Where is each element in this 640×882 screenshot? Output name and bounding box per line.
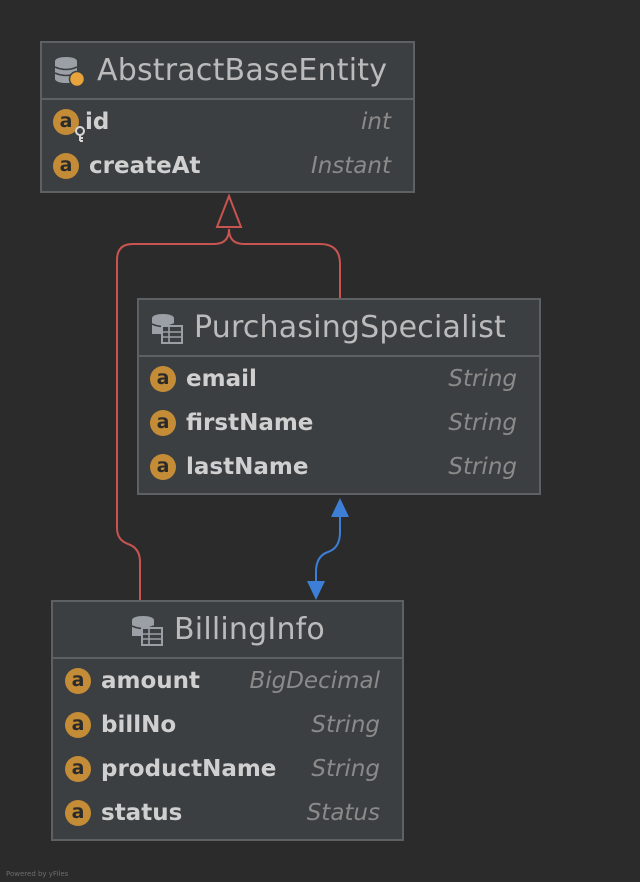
entity-title: BillingInfo — [174, 612, 325, 647]
attribute-row-lastname[interactable]: a lastName String — [139, 445, 539, 489]
entity-title: PurchasingSpecialist — [194, 310, 506, 345]
attribute-icon: a — [65, 712, 91, 738]
association-arrowhead-top — [331, 498, 349, 517]
attribute-name: lastName — [186, 454, 309, 480]
attribute-row-billno[interactable]: a billNo String — [53, 703, 402, 747]
association-edge[interactable] — [315, 514, 341, 584]
attribute-type: String — [448, 410, 517, 436]
key-icon — [75, 126, 85, 142]
attribute-name: productName — [101, 756, 277, 782]
entity-abstract-base-entity[interactable]: AbstractBaseEntity a id int a createAt I… — [40, 41, 415, 193]
attribute-row-status[interactable]: a status Status — [53, 791, 402, 835]
attribute-row-productname[interactable]: a productName String — [53, 747, 402, 791]
attribute-type: String — [448, 366, 517, 392]
entity-purchasing-specialist[interactable]: PurchasingSpecialist a email String a fi… — [137, 298, 541, 495]
powered-by-label: Powered by yFiles — [6, 870, 69, 878]
attribute-type: String — [311, 756, 380, 782]
attribute-name: id — [85, 109, 110, 135]
entity-header: BillingInfo — [53, 602, 402, 659]
attribute-key-icon: a — [53, 109, 85, 142]
entity-table-icon — [151, 313, 183, 344]
attribute-type: String — [311, 712, 380, 738]
attribute-type: String — [448, 454, 517, 480]
entity-billing-info[interactable]: BillingInfo a amount BigDecimal a billNo… — [51, 600, 404, 841]
attribute-icon: a — [150, 454, 176, 480]
association-arrowhead-bottom — [307, 581, 325, 600]
attribute-type: int — [361, 109, 391, 135]
attribute-name: createAt — [89, 153, 201, 179]
attribute-type: Instant — [310, 153, 391, 179]
entity-title: AbstractBaseEntity — [97, 53, 388, 88]
attribute-name: billNo — [101, 712, 177, 738]
attribute-icon: a — [65, 668, 91, 694]
attribute-row-amount[interactable]: a amount BigDecimal — [53, 659, 402, 703]
abstract-entity-icon — [54, 56, 86, 87]
attribute-icon: a — [150, 366, 176, 392]
entity-header: PurchasingSpecialist — [139, 300, 539, 357]
attribute-icon: a — [53, 153, 79, 179]
attribute-icon: a — [65, 756, 91, 782]
inheritance-edge-billing-info[interactable] — [116, 228, 230, 602]
attribute-type: Status — [306, 800, 380, 826]
attribute-type: BigDecimal — [249, 668, 380, 694]
attribute-row-createat[interactable]: a createAt Instant — [42, 144, 413, 188]
attribute-icon: a — [65, 800, 91, 826]
entity-header: AbstractBaseEntity — [42, 43, 413, 100]
attribute-icon: a — [150, 410, 176, 436]
attribute-row-id[interactable]: a id int — [42, 100, 413, 144]
attribute-row-email[interactable]: a email String — [139, 357, 539, 401]
inheritance-arrowhead — [215, 193, 243, 228]
attribute-name: status — [101, 800, 183, 826]
attribute-row-firstname[interactable]: a firstName String — [139, 401, 539, 445]
entity-table-icon — [131, 615, 164, 646]
attribute-name: amount — [101, 668, 201, 694]
inheritance-edge-purchasing-specialist[interactable] — [228, 228, 341, 300]
attribute-name: firstName — [186, 410, 314, 436]
attribute-name: email — [186, 366, 257, 392]
